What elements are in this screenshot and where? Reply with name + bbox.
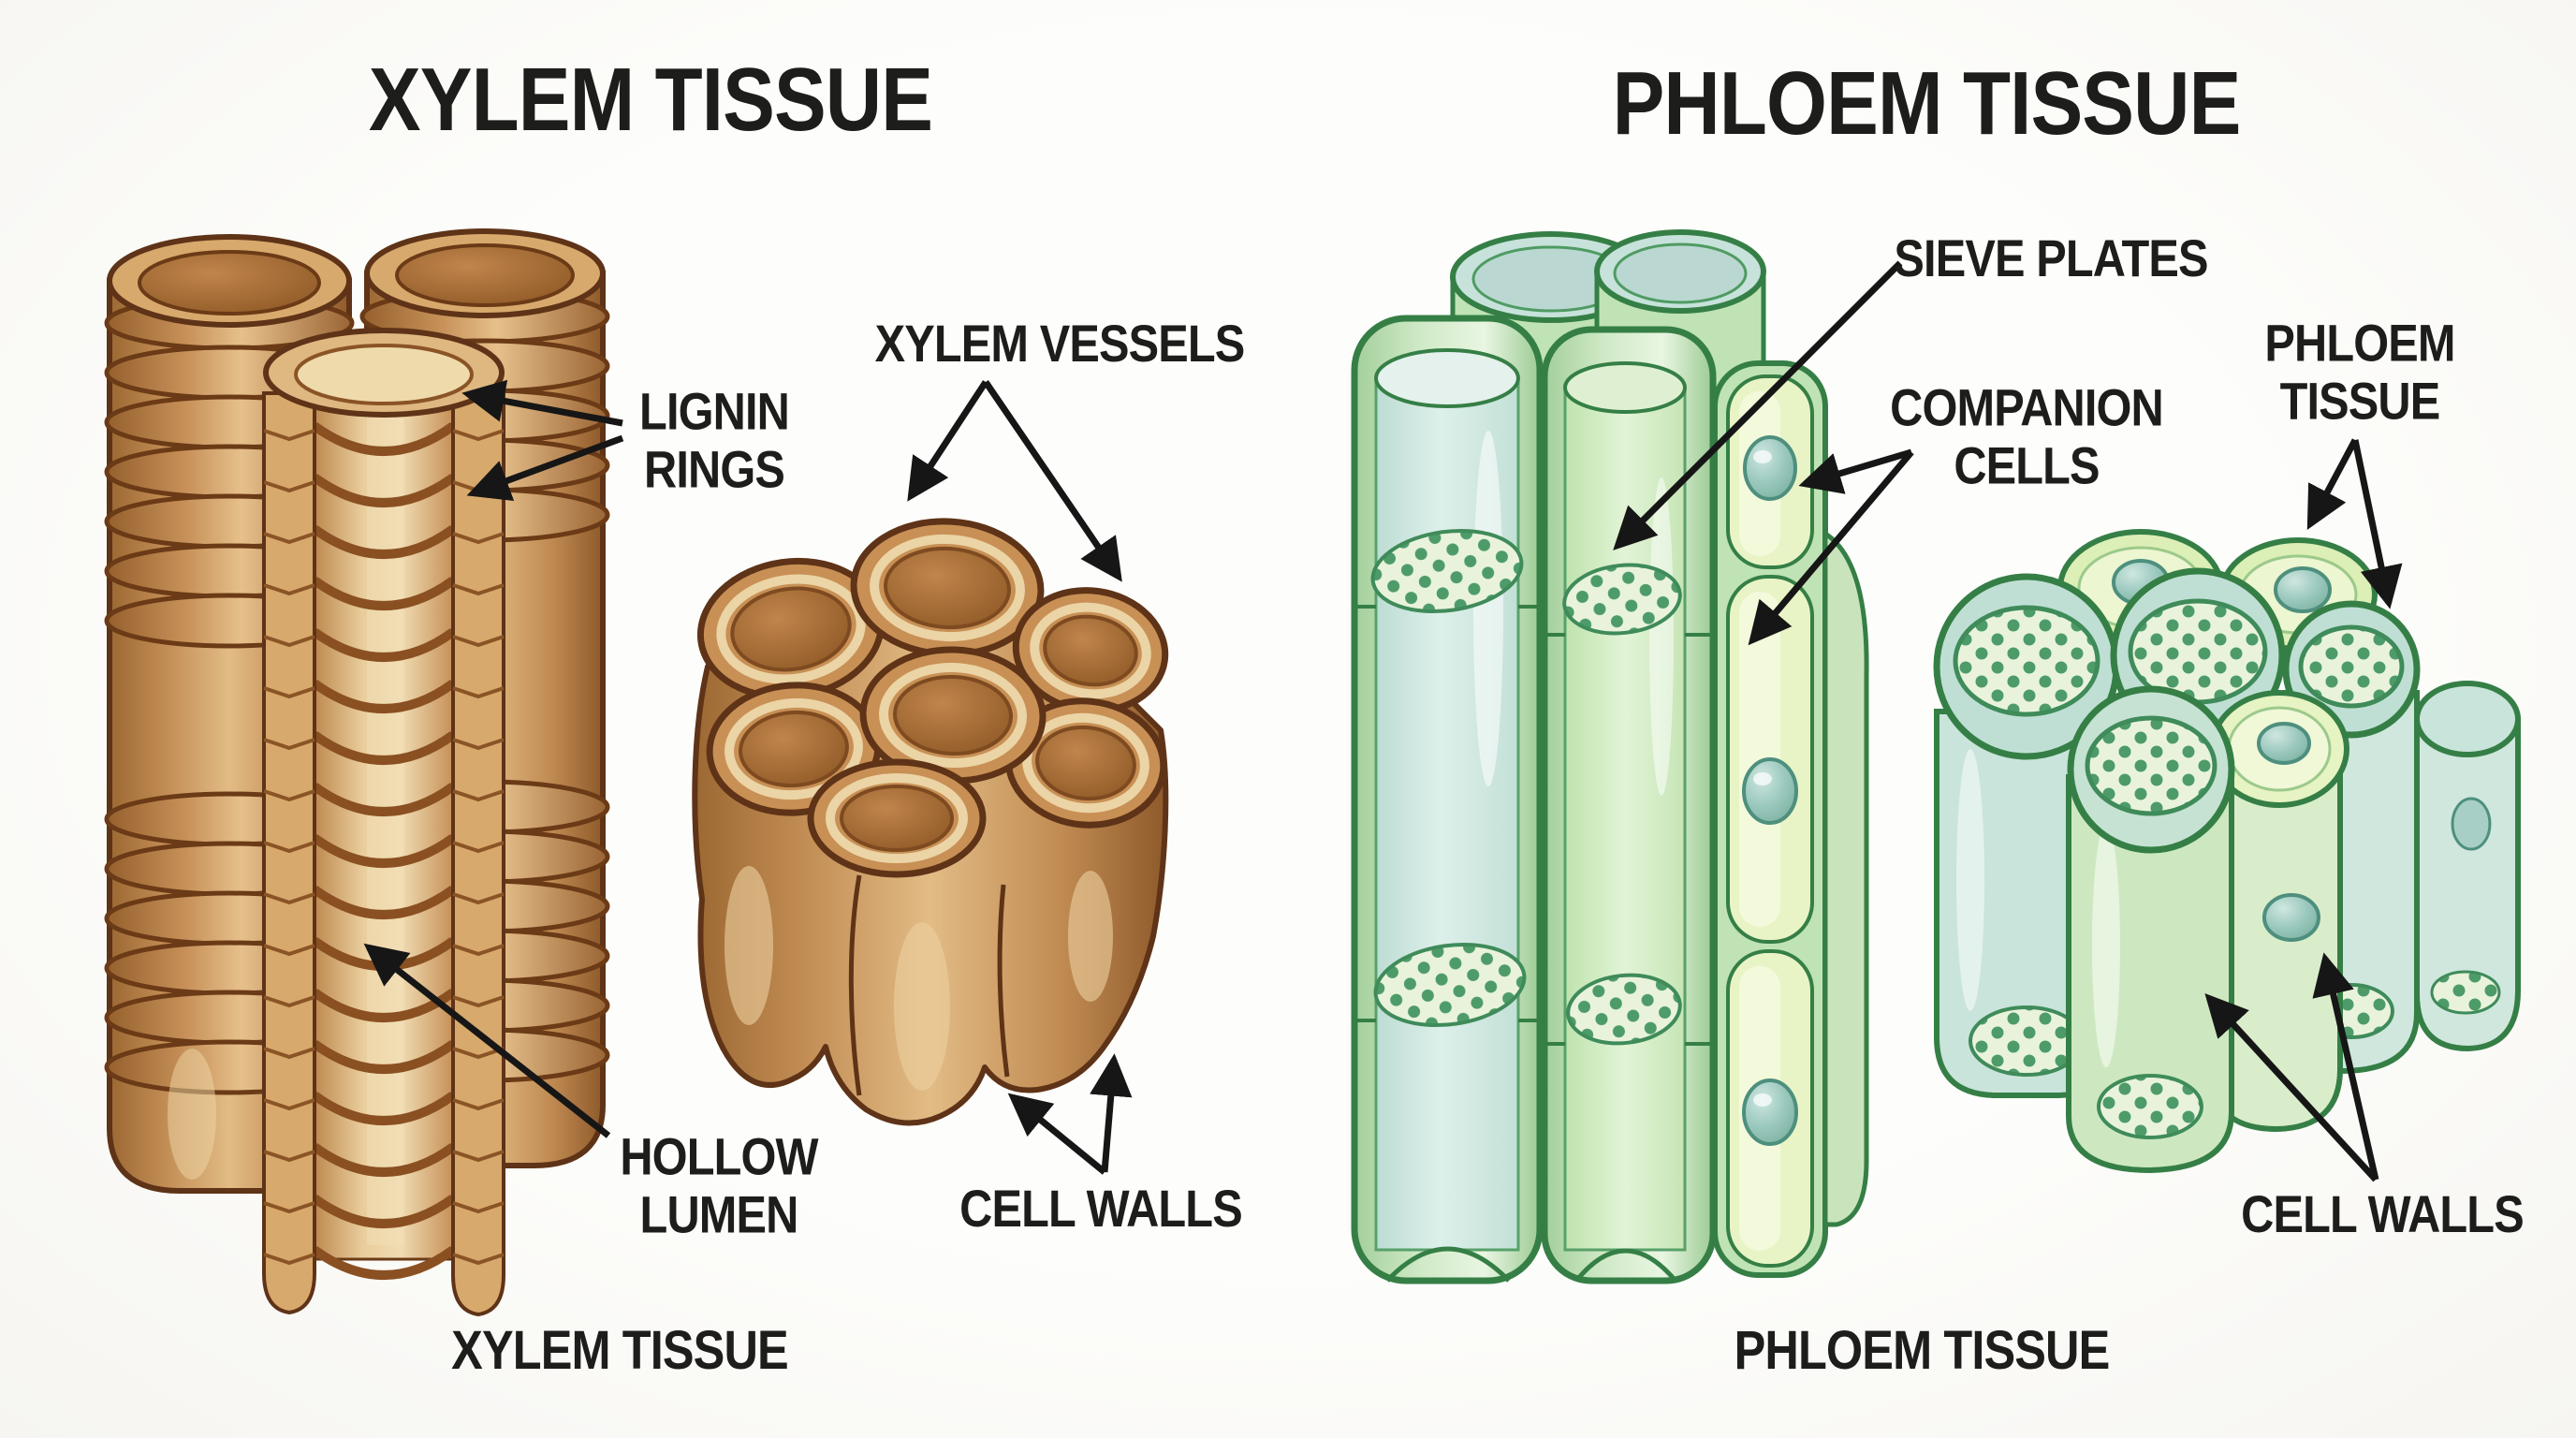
sieve-plate bbox=[1566, 973, 1682, 1046]
sieve-plate bbox=[1370, 528, 1524, 614]
sieve-plates-label: SIEVE PLATES bbox=[1894, 228, 2208, 288]
phloem-sieve-tube-left bbox=[1351, 315, 1544, 1284]
xylem-vessel-bundle-illustration bbox=[692, 518, 1169, 1126]
xylem-caption: XYLEM TISSUE bbox=[451, 1320, 789, 1382]
cell-walls-left-label: CELL WALLS bbox=[959, 1179, 1243, 1239]
cell-walls-left-arrow bbox=[1007, 1093, 1107, 1175]
sieve-plate bbox=[2430, 970, 2501, 1015]
cut-wall-edge-right bbox=[451, 391, 505, 1317]
phloem-caption: PHLOEM TISSUE bbox=[1734, 1320, 2111, 1382]
xylem-tube-front-cut bbox=[262, 328, 505, 1317]
sieve-plate bbox=[2085, 715, 2217, 816]
companion-cell-nucleus bbox=[2257, 722, 2311, 765]
phloem-bundle-illustration bbox=[1933, 529, 2521, 1174]
phloem-title: PHLOEM TISSUE bbox=[1612, 53, 2242, 154]
lignin-rings-line1: LIGNIN bbox=[639, 381, 790, 441]
companion-cell-nucleus bbox=[1743, 435, 1797, 501]
phloem-tissue-line1: PHLOEM bbox=[2264, 313, 2455, 373]
sieve-tube bbox=[2066, 685, 2235, 1174]
sieve-plates-arrow bbox=[1613, 260, 1903, 550]
companion-cell-nucleus bbox=[2262, 893, 2320, 942]
phloem-tubes-illustration bbox=[1351, 229, 1869, 1284]
cell-walls-left-arrow bbox=[1090, 1053, 1133, 1173]
xylem-vessels-arrow bbox=[907, 380, 988, 502]
hollow-lumen-label: HOLLOW LUMEN bbox=[620, 1126, 818, 1243]
xylem-vessel-cell bbox=[807, 758, 987, 878]
sieve-plate bbox=[2097, 1074, 2203, 1139]
cut-wall-edge-left bbox=[262, 391, 316, 1315]
companion-cells-arrow bbox=[1748, 449, 1914, 646]
annotation-arrows bbox=[363, 260, 2403, 1182]
tube-opening bbox=[395, 243, 575, 307]
xylem-title: XYLEM TISSUE bbox=[368, 50, 933, 151]
phloem-tissue-arrow bbox=[2351, 439, 2403, 609]
hollow-lumen-line1: HOLLOW bbox=[620, 1126, 818, 1186]
companion-cell-nucleus bbox=[1742, 1078, 1798, 1146]
companion-cells-line2: CELLS bbox=[1954, 435, 2100, 494]
xylem-vessels-label: XYLEM VESSELS bbox=[874, 314, 1246, 374]
sieve-plate bbox=[1373, 942, 1527, 1028]
phloem-bundle-edge-cell bbox=[2414, 681, 2521, 1052]
lignin-rings-arrow bbox=[461, 379, 623, 427]
cell-walls-right-arrow bbox=[2312, 952, 2379, 1181]
sieve-plate bbox=[1562, 563, 1682, 636]
companion-cells-label: COMPANION CELLS bbox=[1890, 377, 2164, 494]
lignin-rings-label: LIGNIN RINGS bbox=[639, 381, 790, 498]
companion-cell-column bbox=[1712, 360, 1828, 1278]
xylem-vessel-cell bbox=[696, 557, 886, 701]
xylem-vessel-cell bbox=[859, 646, 1046, 785]
sieve-plate bbox=[2298, 624, 2405, 709]
lignin-rings-line2: RINGS bbox=[644, 439, 785, 498]
companion-cells-line1: COMPANION bbox=[1890, 377, 2164, 437]
phloem-tissue-label: PHLOEM TISSUE bbox=[2264, 313, 2455, 430]
cell-walls-right-label: CELL WALLS bbox=[2241, 1184, 2525, 1244]
sieve-plate bbox=[1953, 605, 2100, 717]
tube-opening bbox=[138, 250, 321, 315]
companion-cells-arrow bbox=[1798, 448, 1913, 494]
phloem-tissue-line2: TISSUE bbox=[2279, 371, 2441, 430]
companion-cell-nucleus bbox=[1742, 757, 1798, 825]
hollow-lumen-arrow bbox=[363, 943, 611, 1138]
tube-highlight bbox=[168, 1049, 216, 1180]
tube-opening bbox=[294, 344, 474, 405]
phloem-edge-wall bbox=[1822, 529, 1869, 1227]
companion-cell-nucleus bbox=[2451, 797, 2492, 851]
xylem-vessels-arrow bbox=[983, 380, 1122, 582]
xylem-vessel-cell bbox=[1004, 697, 1167, 829]
companion-cell-nucleus bbox=[2274, 566, 2332, 613]
xylem-tubes-illustration bbox=[107, 228, 607, 1317]
hollow-lumen-line2: LUMEN bbox=[639, 1184, 799, 1243]
lignin-rings-arrow bbox=[466, 434, 624, 501]
phloem-tissue-arrow bbox=[2306, 438, 2359, 531]
cell-walls-right-arrow bbox=[2204, 992, 2378, 1182]
